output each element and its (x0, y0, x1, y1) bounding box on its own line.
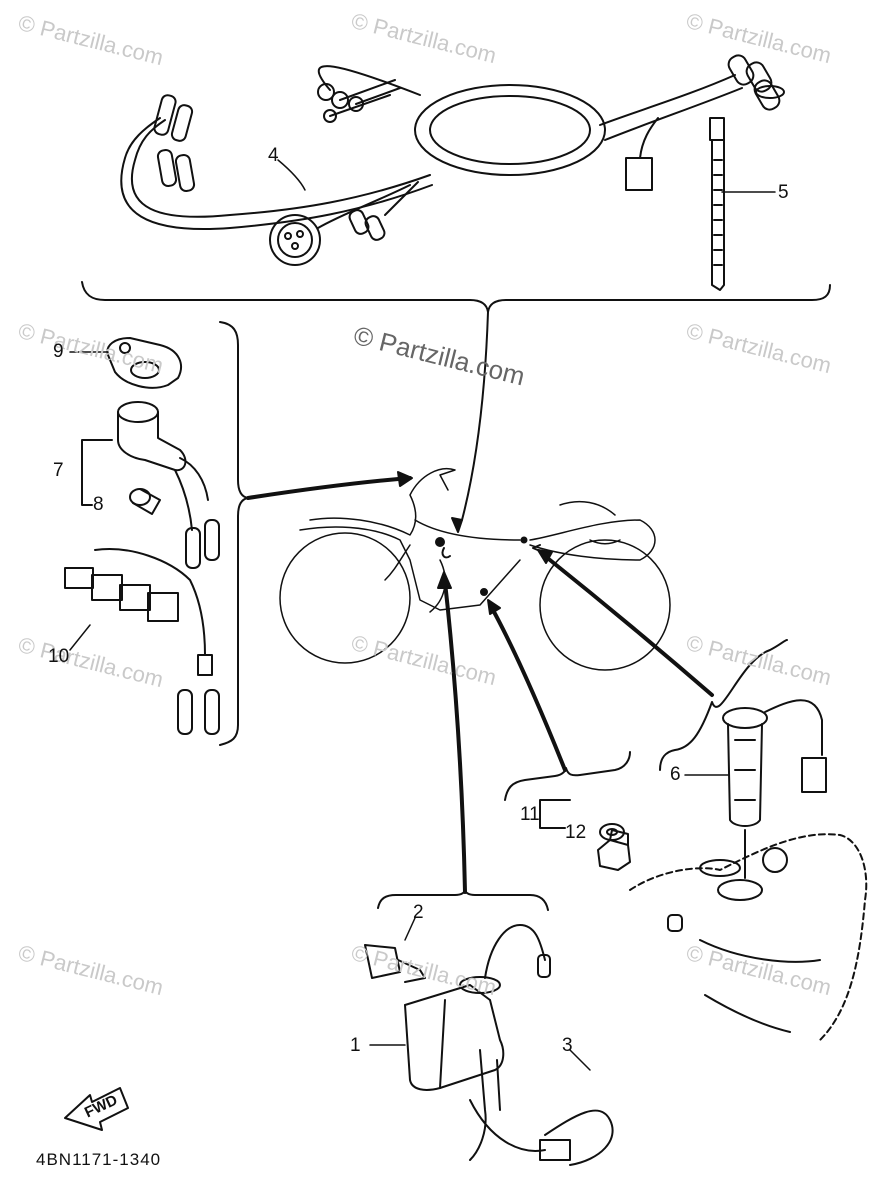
callout-3: 3 (562, 1035, 573, 1056)
ignition-coil-part-1 (404, 924, 551, 1161)
leader-part-1 (443, 580, 467, 894)
plug-cap-part-3 (469, 1099, 614, 1166)
motorcycle-outline (279, 468, 671, 671)
fuel-sender-part-6 (629, 699, 868, 1041)
diagram-code: 4BN1171-1340 (36, 1150, 162, 1169)
cable-tie-part-5 (709, 117, 725, 291)
callout-12: 12 (565, 822, 587, 843)
plate-part-9 (106, 337, 182, 389)
callout-11: 11 (520, 804, 540, 825)
leader-left (246, 476, 412, 500)
callout-8: 8 (93, 494, 104, 515)
bracket-top (81, 281, 831, 313)
bracket-part-1 (377, 889, 549, 911)
callout-10: 10 (48, 646, 70, 667)
callout-2: 2 (413, 902, 424, 923)
callout-7: 7 (53, 460, 64, 481)
bracket-part-6 (659, 639, 788, 771)
leader-harness (461, 311, 489, 521)
leader-part-6 (543, 554, 714, 697)
bulb-part-8 (129, 488, 161, 515)
fwd-arrow-icon (64, 1087, 129, 1131)
callout-4: 4 (268, 145, 279, 166)
unit-part-10 (64, 548, 220, 735)
switch-part-7 (117, 401, 220, 569)
callout-6: 6 (670, 764, 681, 785)
washer-part-12 (599, 823, 625, 841)
bracket-part-11 (504, 751, 631, 801)
bolt-part-2 (364, 944, 426, 983)
callout-5: 5 (778, 182, 789, 203)
leader-part-11 (491, 608, 567, 772)
wire-harness-part-4 (120, 54, 785, 266)
bracket-left (219, 321, 249, 746)
callout-1: 1 (350, 1035, 361, 1056)
callout-9: 9 (53, 341, 64, 362)
